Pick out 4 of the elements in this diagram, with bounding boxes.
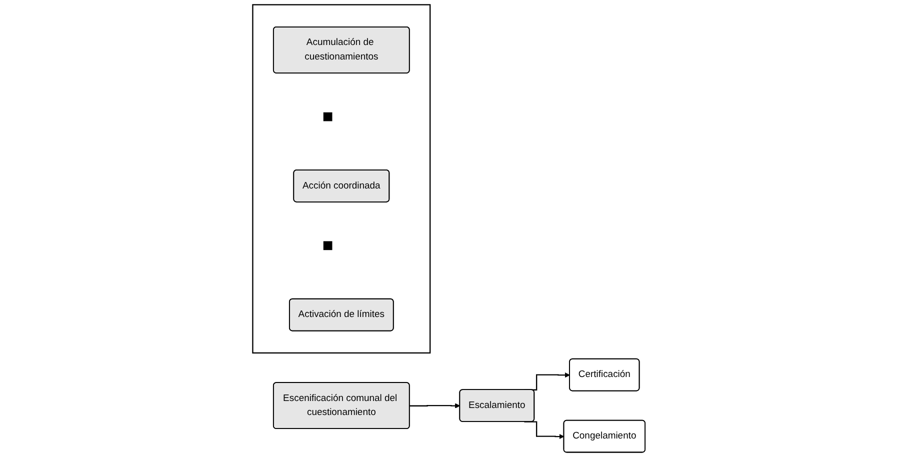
cluster bbox=[252, 4, 430, 354]
node-plus bbox=[322, 241, 332, 250]
arrow bbox=[409, 403, 460, 408]
node-plus bbox=[322, 112, 332, 122]
